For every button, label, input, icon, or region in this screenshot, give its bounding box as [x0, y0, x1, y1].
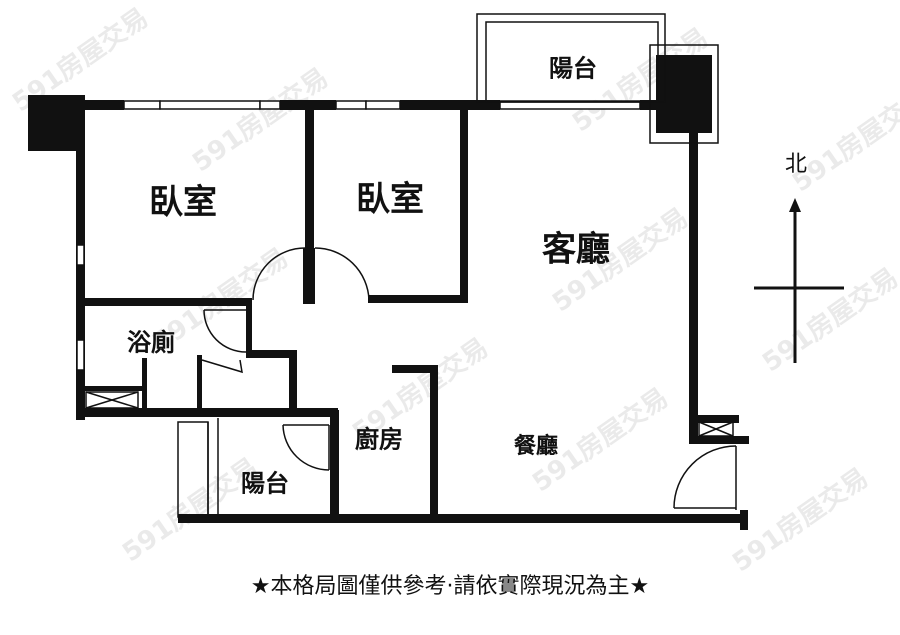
room-label-bedroom-2: 臥室: [356, 179, 424, 220]
window: [123, 100, 161, 110]
room-label-bedroom-1: 臥室: [149, 182, 217, 223]
wall-bath-south: [76, 408, 338, 417]
disclaimer-text: ★本格局圖僅供參考·請依實際現況為主★: [250, 574, 650, 599]
room-label-dining-room: 餐廳: [513, 434, 559, 459]
door-bedroom1: [252, 247, 306, 301]
door-bedroom2: [314, 247, 370, 301]
wall-bedroom2-east: [460, 108, 468, 303]
room-label-living-room: 客廳: [542, 229, 610, 270]
shaft-east: [698, 421, 734, 437]
door-utility: [201, 359, 243, 374]
wall-bedroom1-south: [84, 298, 252, 306]
wall-bedroom-partition: [305, 108, 314, 248]
north-label: 北: [784, 152, 808, 177]
balcony-south-outline: [177, 421, 209, 518]
door-entrance: [673, 445, 737, 509]
shaft-west: [85, 391, 139, 409]
compass-icon: [754, 198, 844, 363]
door-bathroom: [203, 309, 247, 353]
window: [335, 100, 367, 110]
room-label-balcony-north: 陽台: [549, 54, 597, 83]
wall-north: [84, 100, 124, 110]
door-balcony-south: [282, 424, 330, 471]
wall-south: [178, 514, 748, 523]
column-nw: [28, 95, 84, 151]
room-label-bathroom: 浴廁: [127, 328, 175, 357]
room-label-balcony-south: 陽台: [241, 469, 289, 498]
room-label-kitchen: 廚房: [355, 425, 403, 454]
window: [499, 100, 641, 110]
wall-east: [689, 130, 698, 442]
